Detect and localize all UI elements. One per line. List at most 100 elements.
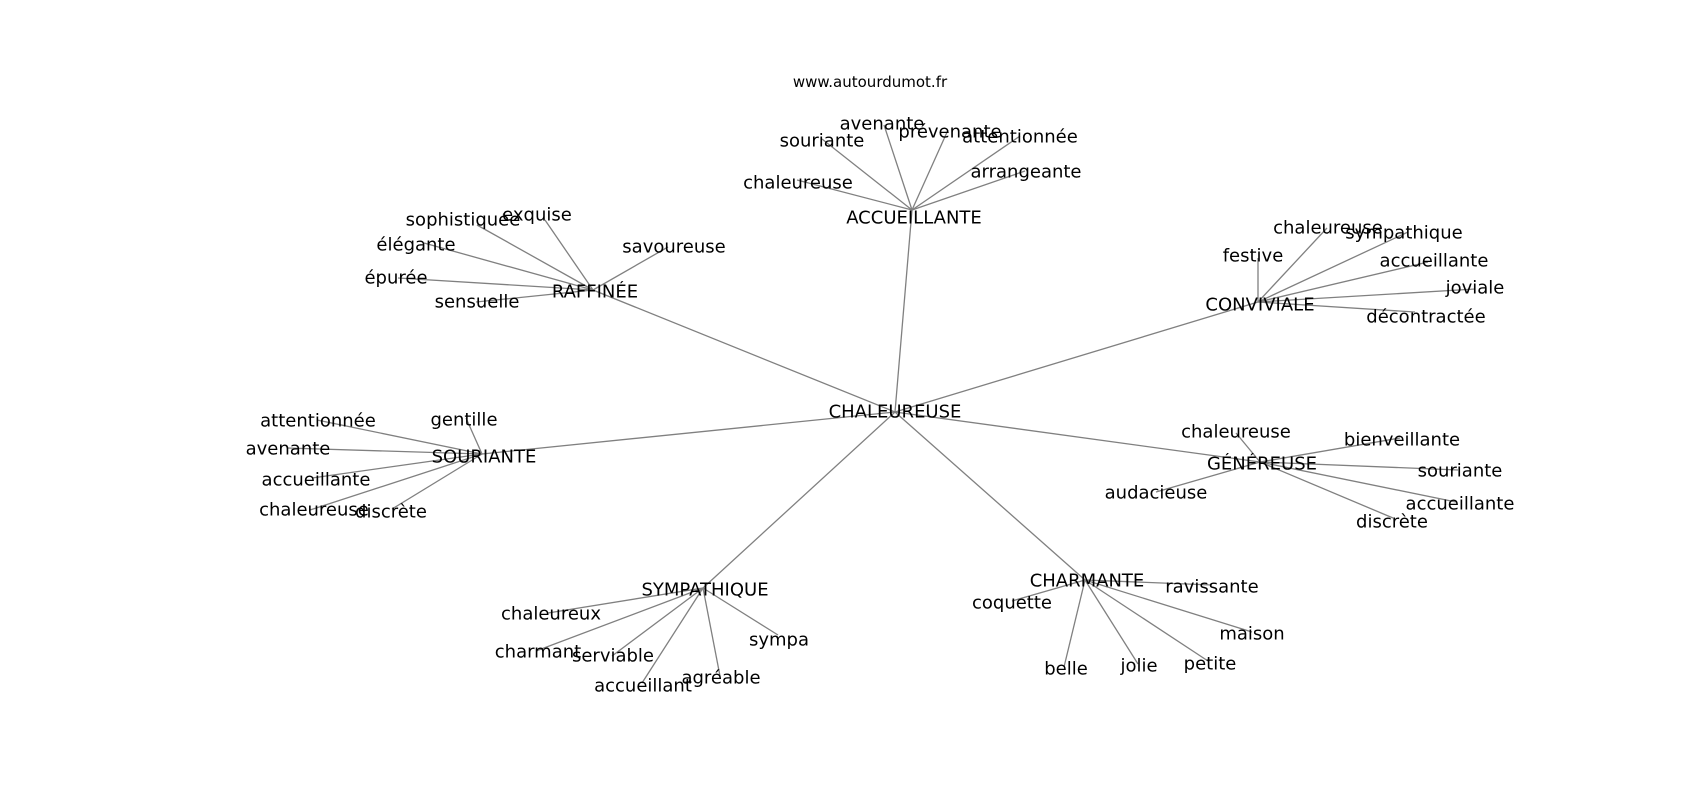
edge-hub-to-leaf bbox=[475, 289, 594, 303]
leaf-node-label: accueillante bbox=[1406, 494, 1515, 515]
edge-hub-to-leaf bbox=[1257, 231, 1409, 303]
leaf-node-label: avenante bbox=[840, 114, 925, 135]
edge-hub-to-leaf bbox=[1257, 261, 1429, 303]
hub-node-label: CHARMANTE bbox=[1030, 571, 1145, 592]
edge-hub-to-leaf bbox=[702, 587, 721, 677]
leaf-node-label: sympathique bbox=[1345, 223, 1462, 244]
leaf-node-label: sensuelle bbox=[435, 292, 520, 313]
center-node-label: CHALEUREUSE bbox=[829, 402, 962, 423]
leaf-node-label: festive bbox=[1223, 246, 1284, 267]
hub-node-label: SYMPATHIQUE bbox=[641, 580, 768, 601]
leaf-node-label: charmant bbox=[495, 642, 581, 663]
edge-center-to-hub bbox=[481, 411, 896, 455]
leaf-node-label: ravissante bbox=[1165, 577, 1258, 598]
edge-center-to-hub bbox=[894, 411, 1086, 581]
hub-node-label: GÉNÉREUSE bbox=[1207, 453, 1317, 475]
edge-hub-to-leaf bbox=[1084, 579, 1213, 586]
edge-hub-to-leaf bbox=[286, 447, 483, 455]
edge-hub-to-leaf bbox=[309, 453, 483, 511]
edge-hub-to-leaf bbox=[1259, 461, 1459, 471]
edge-hub-to-leaf bbox=[1084, 579, 1139, 665]
edge-hub-to-leaf bbox=[535, 587, 704, 652]
edge-hub-to-leaf bbox=[1259, 461, 1457, 503]
leaf-node-label: jolie bbox=[1119, 656, 1157, 677]
edge-hub-to-leaf bbox=[611, 587, 704, 657]
hub-node-label: ACCUEILLANTE bbox=[846, 208, 982, 229]
leaf-node-label: accueillante bbox=[262, 470, 371, 491]
edge-center-to-hub bbox=[702, 411, 896, 589]
leaf-node-label: épurée bbox=[364, 268, 427, 289]
leaf-node-label: attentionnée bbox=[962, 127, 1078, 148]
graph-edges bbox=[286, 124, 1476, 684]
edge-hub-to-leaf bbox=[1259, 461, 1394, 519]
edge-hub-to-leaf bbox=[391, 453, 483, 510]
edge-center-to-hub bbox=[894, 411, 1261, 463]
edge-hub-to-leaf bbox=[1084, 579, 1253, 633]
leaf-node-label: bienveillante bbox=[1344, 430, 1460, 451]
edge-center-to-hub bbox=[894, 209, 913, 413]
edge-center-to-hub bbox=[592, 289, 896, 413]
hub-node-label: RAFFINÉE bbox=[552, 281, 638, 303]
edge-hub-to-leaf bbox=[1084, 579, 1209, 662]
leaf-node-label: souriante bbox=[1418, 461, 1503, 482]
leaf-node-label: chaleureuse bbox=[1181, 422, 1291, 443]
leaf-node-label: belle bbox=[1044, 659, 1088, 680]
leaf-node-label: savoureuse bbox=[622, 237, 725, 258]
edge-hub-to-leaf bbox=[1011, 579, 1086, 602]
leaf-node-label: chaleureuse bbox=[259, 500, 369, 521]
edge-hub-to-leaf bbox=[544, 219, 594, 291]
edge-hub-to-leaf bbox=[397, 277, 594, 291]
edge-hub-to-leaf bbox=[316, 419, 483, 455]
edge-hub-to-leaf bbox=[1155, 461, 1261, 493]
leaf-node-label: sympa bbox=[749, 630, 809, 651]
leaf-node-label: chaleureuse bbox=[1273, 218, 1383, 239]
leaf-node-label: gentille bbox=[430, 410, 497, 431]
leaf-node-label: sophistiquée bbox=[406, 210, 521, 231]
edge-hub-to-leaf bbox=[1063, 579, 1086, 668]
leaf-node-label: audacieuse bbox=[1105, 483, 1208, 504]
source-url-label: www.autourdumot.fr bbox=[793, 73, 948, 91]
edge-hub-to-leaf bbox=[911, 129, 949, 211]
leaf-node-label: joviale bbox=[1445, 278, 1505, 299]
edge-hub-to-leaf bbox=[796, 179, 913, 211]
hub-node-label: CONVIVIALE bbox=[1205, 295, 1314, 316]
edge-hub-to-leaf bbox=[1257, 227, 1328, 303]
leaf-node-label: prévenante bbox=[898, 122, 1001, 143]
edge-hub-to-leaf bbox=[641, 587, 704, 684]
leaf-node-label: décontractée bbox=[1366, 307, 1485, 328]
leaf-node-label: chaleureuse bbox=[743, 173, 853, 194]
leaf-node-label: élégante bbox=[376, 235, 455, 256]
leaf-node-label: coquette bbox=[972, 593, 1052, 614]
edge-hub-to-leaf bbox=[883, 124, 913, 211]
leaf-node-label: avenante bbox=[246, 439, 331, 460]
leaf-node-label: souriante bbox=[780, 131, 865, 152]
leaf-node-label: petite bbox=[1184, 654, 1237, 675]
edge-hub-to-leaf bbox=[476, 224, 594, 291]
edge-hub-to-leaf bbox=[1257, 301, 1416, 313]
leaf-node-label: chaleureux bbox=[501, 604, 601, 625]
edge-hub-to-leaf bbox=[1235, 432, 1261, 463]
leaf-node-label: discrète bbox=[1356, 512, 1428, 533]
edge-hub-to-leaf bbox=[1257, 288, 1476, 303]
edge-hub-to-leaf bbox=[311, 453, 483, 479]
leaf-node-label: agréable bbox=[681, 668, 760, 689]
edge-hub-to-leaf bbox=[702, 587, 779, 636]
leaf-node-label: accueillant bbox=[594, 676, 692, 697]
edge-hub-to-leaf bbox=[821, 138, 913, 211]
leaf-node-label: serviable bbox=[572, 646, 654, 667]
leaf-node-label: accueillante bbox=[1380, 251, 1489, 272]
leaf-node-label: attentionnée bbox=[260, 411, 376, 432]
edge-center-to-hub bbox=[894, 301, 1259, 413]
leaf-node-label: discrète bbox=[355, 502, 427, 523]
edge-hub-to-leaf bbox=[911, 135, 1021, 211]
leaf-node-label: maison bbox=[1219, 624, 1284, 645]
edge-hub-to-leaf bbox=[1259, 437, 1401, 463]
hub-node-label: SOURIANTE bbox=[432, 447, 537, 468]
edge-hub-to-leaf bbox=[547, 587, 704, 614]
leaf-node-label: exquise bbox=[502, 205, 572, 226]
leaf-node-label: arrangeante bbox=[970, 162, 1081, 183]
edge-hub-to-leaf bbox=[911, 170, 1026, 211]
edge-hub-to-leaf bbox=[423, 242, 594, 291]
